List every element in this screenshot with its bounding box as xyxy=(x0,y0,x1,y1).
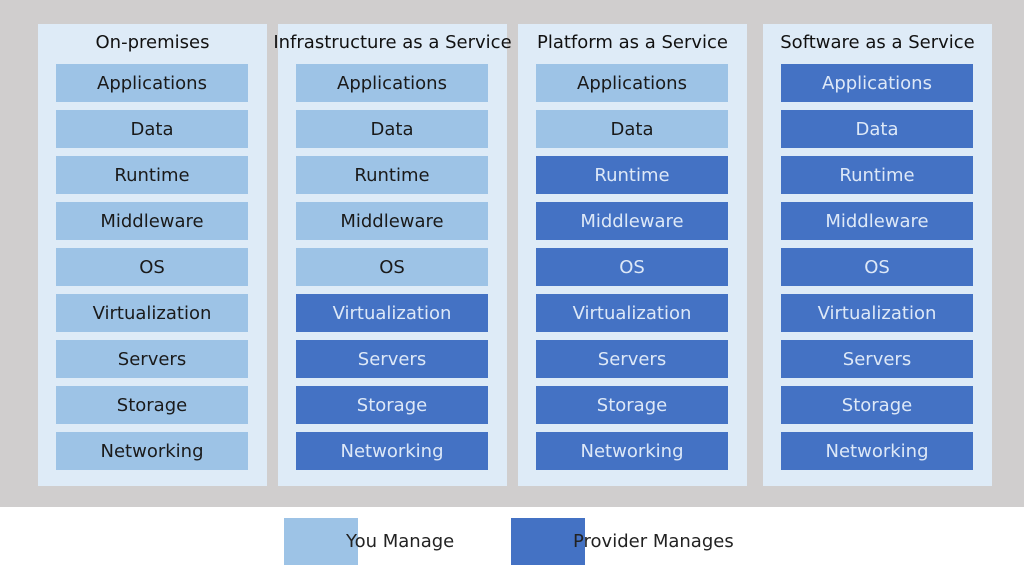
layer-virtualization: Virtualization xyxy=(56,294,248,332)
layer-virtualization: Virtualization xyxy=(296,294,488,332)
layer-middleware: Middleware xyxy=(56,202,248,240)
layer-data: Data xyxy=(781,110,973,148)
layer-os: OS xyxy=(296,248,488,286)
layer-servers: Servers xyxy=(296,340,488,378)
layer-applications: Applications xyxy=(56,64,248,102)
layer-storage: Storage xyxy=(56,386,248,424)
layer-os: OS xyxy=(56,248,248,286)
layer-applications: Applications xyxy=(296,64,488,102)
layer-storage: Storage xyxy=(536,386,728,424)
layer-data: Data xyxy=(296,110,488,148)
layer-data: Data xyxy=(536,110,728,148)
layer-servers: Servers xyxy=(56,340,248,378)
column-title: On-premises xyxy=(95,31,210,53)
column-title: Platform as a Service xyxy=(536,31,729,53)
legend-swatch-provider-manages xyxy=(511,518,585,565)
layer-networking: Networking xyxy=(296,432,488,470)
layer-storage: Storage xyxy=(296,386,488,424)
layer-applications: Applications xyxy=(781,64,973,102)
layer-os: OS xyxy=(781,248,973,286)
legend: You Manage Provider Manages xyxy=(0,507,1024,576)
layer-networking: Networking xyxy=(536,432,728,470)
column-title: Infrastructure as a Service xyxy=(273,31,512,53)
layer-middleware: Middleware xyxy=(536,202,728,240)
legend-label-you-manage: You Manage xyxy=(346,531,455,552)
legend-swatch-you-manage xyxy=(284,518,358,565)
layer-runtime: Runtime xyxy=(296,156,488,194)
layer-middleware: Middleware xyxy=(781,202,973,240)
layer-runtime: Runtime xyxy=(56,156,248,194)
layer-data: Data xyxy=(56,110,248,148)
layer-servers: Servers xyxy=(536,340,728,378)
layer-storage: Storage xyxy=(781,386,973,424)
layer-virtualization: Virtualization xyxy=(536,294,728,332)
column-title: Software as a Service xyxy=(780,31,975,53)
layer-runtime: Runtime xyxy=(536,156,728,194)
layer-middleware: Middleware xyxy=(296,202,488,240)
layer-runtime: Runtime xyxy=(781,156,973,194)
layer-applications: Applications xyxy=(536,64,728,102)
legend-label-provider-manages: Provider Manages xyxy=(573,531,734,552)
layer-networking: Networking xyxy=(56,432,248,470)
layer-virtualization: Virtualization xyxy=(781,294,973,332)
column-iaas: Infrastructure as a Service Applications… xyxy=(273,24,512,486)
layer-os: OS xyxy=(536,248,728,286)
layer-networking: Networking xyxy=(781,432,973,470)
layer-servers: Servers xyxy=(781,340,973,378)
